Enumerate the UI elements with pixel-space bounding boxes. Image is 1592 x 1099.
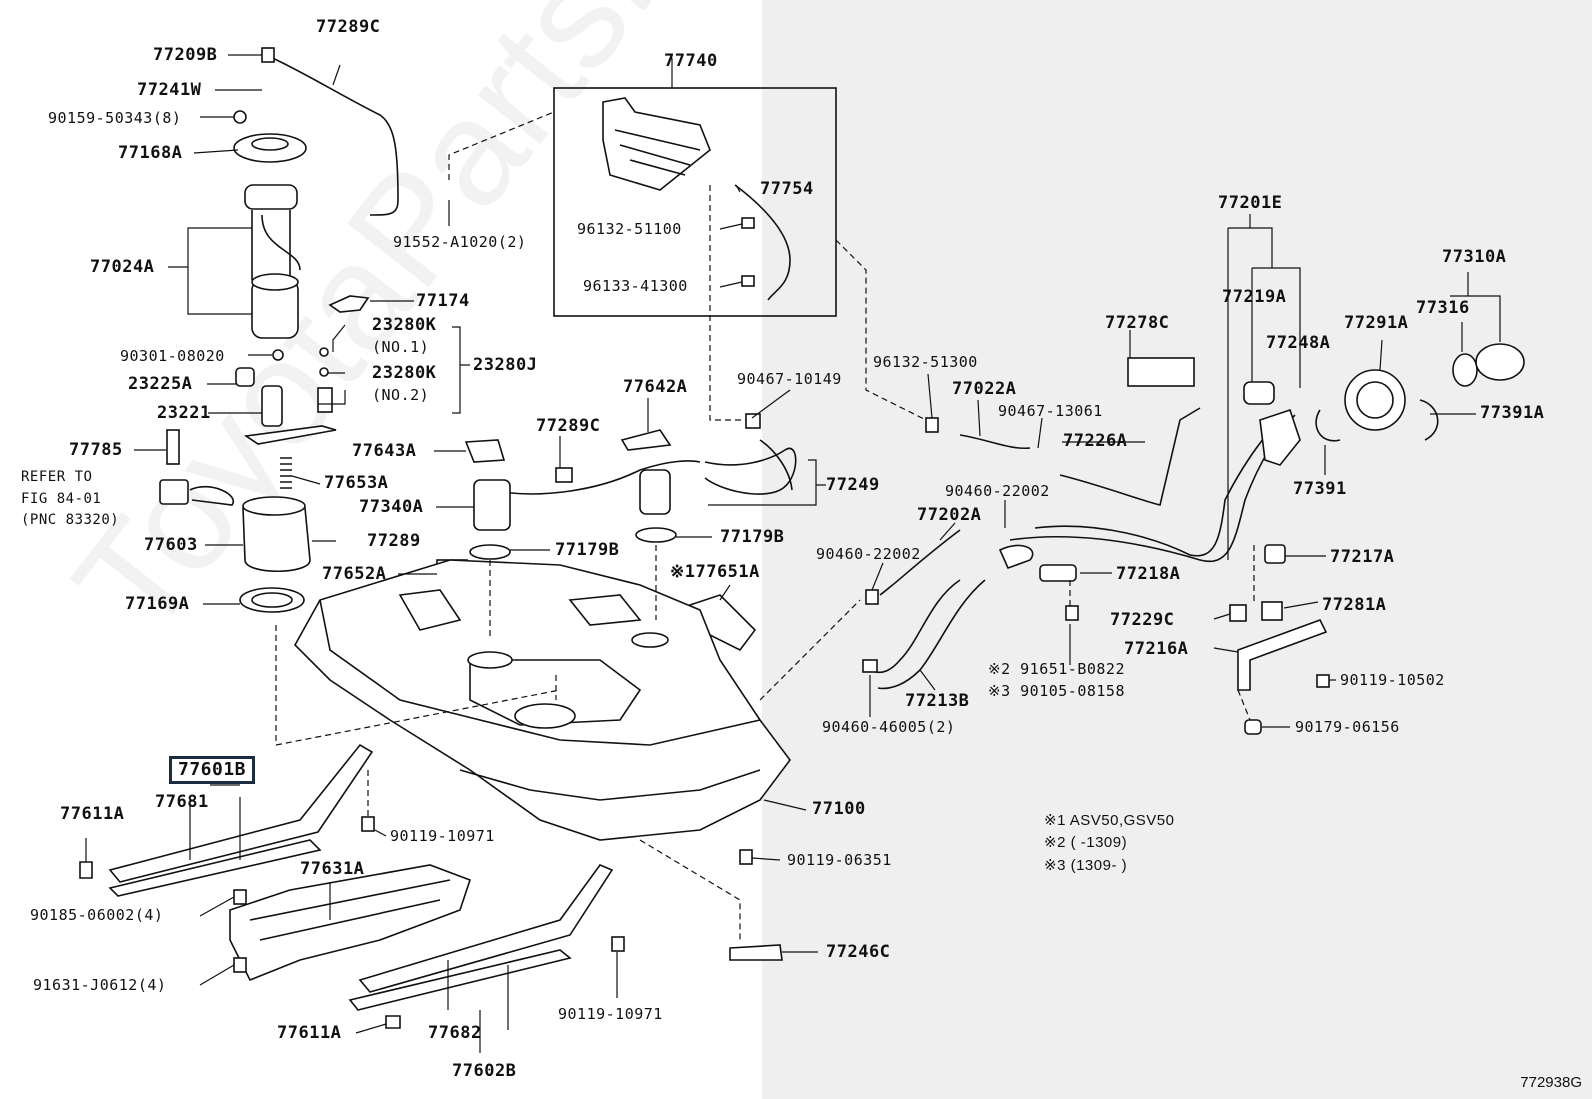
label-77310a: 77310A: [1442, 247, 1507, 267]
fuel-tank: [294, 559, 791, 841]
label-90460-46005: 90460-46005(2): [822, 718, 956, 736]
label-77209b: 77209B: [153, 45, 218, 65]
label-77643a: 77643A: [352, 441, 417, 461]
figure-id: 772938G: [1520, 1074, 1582, 1091]
label-90467-13061: 90467-13061: [998, 402, 1103, 420]
label-77218a: 77218A: [1116, 564, 1181, 584]
label-96132-51100: 96132-51100: [577, 220, 682, 238]
label-77289c-top: 77289C: [316, 17, 381, 37]
label-90185: 90185-06002(4): [30, 906, 164, 924]
label-90467-10149: 90467-10149: [737, 370, 842, 388]
label-77651a: ※177651A: [670, 562, 760, 582]
label-77652a: 77652A: [322, 564, 387, 584]
fuel-pump-assembly: [159, 47, 399, 613]
label-77291a: 77291A: [1344, 313, 1409, 333]
label-77100: 77100: [812, 799, 866, 819]
label-23280k-no1-note: (NO.1): [372, 338, 430, 356]
label-77246c: 77246C: [826, 942, 891, 962]
label-91631: 91631-J0612(4): [33, 976, 167, 994]
label-77201e: 77201E: [1218, 193, 1283, 213]
label-77202a: 77202A: [917, 505, 982, 525]
label-90119-06351: 90119-06351: [787, 851, 892, 869]
label-23280k-no1: 23280K: [372, 315, 437, 335]
label-77642a: 77642A: [623, 377, 688, 397]
label-77601b-highlighted[interactable]: 77601B: [169, 756, 256, 784]
refer-line-2: FIG 84-01: [21, 491, 102, 507]
label-77631a: 77631A: [300, 859, 365, 879]
label-77248a: 77248A: [1266, 333, 1331, 353]
label-90105: ※3 90105-08158: [988, 682, 1125, 700]
assembly-dashed-lines: [275, 111, 1255, 940]
refer-line-1: REFER TO: [21, 469, 93, 485]
label-77217a: 77217A: [1330, 547, 1395, 567]
filler-pipe-assembly: [862, 343, 1525, 735]
refer-line-3: (PNC 83320): [21, 512, 120, 528]
label-77249: 77249: [826, 475, 880, 495]
tank-straps: [79, 743, 783, 1029]
note-2: ※2 ( -1309): [1044, 834, 1128, 851]
leader-lines: [85, 54, 1501, 1053]
label-77179b-right: 77179B: [720, 527, 785, 547]
label-77229c: 77229C: [1110, 610, 1175, 630]
label-90119-10971-b: 90119-10971: [558, 1005, 663, 1023]
label-90460-22002-a: 90460-22002: [945, 482, 1050, 500]
label-77602b: 77602B: [452, 1061, 517, 1081]
label-77754: 77754: [760, 179, 814, 199]
charcoal-canister-group: [553, 87, 837, 317]
label-91552: 91552-A1020(2): [393, 233, 527, 251]
label-90119-10971-a: 90119-10971: [390, 827, 495, 845]
label-77213b: 77213B: [905, 691, 970, 711]
label-90301: 90301-08020: [120, 347, 225, 365]
label-77278c: 77278C: [1105, 313, 1170, 333]
label-77611a-left: 77611A: [60, 804, 125, 824]
label-77653a: 77653A: [324, 473, 389, 493]
label-77340a: 77340A: [359, 497, 424, 517]
label-77241w: 77241W: [137, 80, 202, 100]
label-77682: 77682: [428, 1023, 482, 1043]
label-77022a: 77022A: [952, 379, 1017, 399]
label-90460-22002-b: 90460-22002: [816, 545, 921, 563]
label-90159: 90159-50343(8): [48, 109, 182, 127]
label-23280k-no2-note: (NO.2): [372, 386, 430, 404]
label-77281a: 77281A: [1322, 595, 1387, 615]
label-77391: 77391: [1293, 479, 1347, 499]
label-77289: 77289: [367, 531, 421, 551]
label-23280j: 23280J: [473, 355, 538, 375]
label-77226a: 77226A: [1063, 431, 1128, 451]
label-77219a: 77219A: [1222, 287, 1287, 307]
label-23225a: 23225A: [128, 374, 193, 394]
label-23280k-no2: 23280K: [372, 363, 437, 383]
label-77179b-left: 77179B: [555, 540, 620, 560]
label-77681: 77681: [155, 792, 209, 812]
label-77168a: 77168A: [118, 143, 183, 163]
label-77169a: 77169A: [125, 594, 190, 614]
label-77174: 77174: [416, 291, 470, 311]
label-77289c-mid: 77289C: [536, 416, 601, 436]
label-90119-10502: 90119-10502: [1340, 671, 1445, 689]
label-77316: 77316: [1416, 298, 1470, 318]
label-77391a: 77391A: [1480, 403, 1545, 423]
note-1: ※1 ASV50,GSV50: [1044, 812, 1175, 829]
label-96132-51300: 96132-51300: [873, 353, 978, 371]
label-90179: 90179-06156: [1295, 718, 1400, 736]
label-96133: 96133-41300: [583, 277, 688, 295]
label-77603: 77603: [144, 535, 198, 555]
label-77216a: 77216A: [1124, 639, 1189, 659]
note-3: ※3 (1309- ): [1044, 857, 1128, 874]
label-23221: 23221: [157, 403, 211, 423]
label-77611a-bottom: 77611A: [277, 1023, 342, 1043]
label-91651: ※2 91651-B0822: [988, 660, 1125, 678]
label-77024a: 77024A: [90, 257, 155, 277]
label-77740: 77740: [664, 51, 718, 71]
label-77785: 77785: [69, 440, 123, 460]
